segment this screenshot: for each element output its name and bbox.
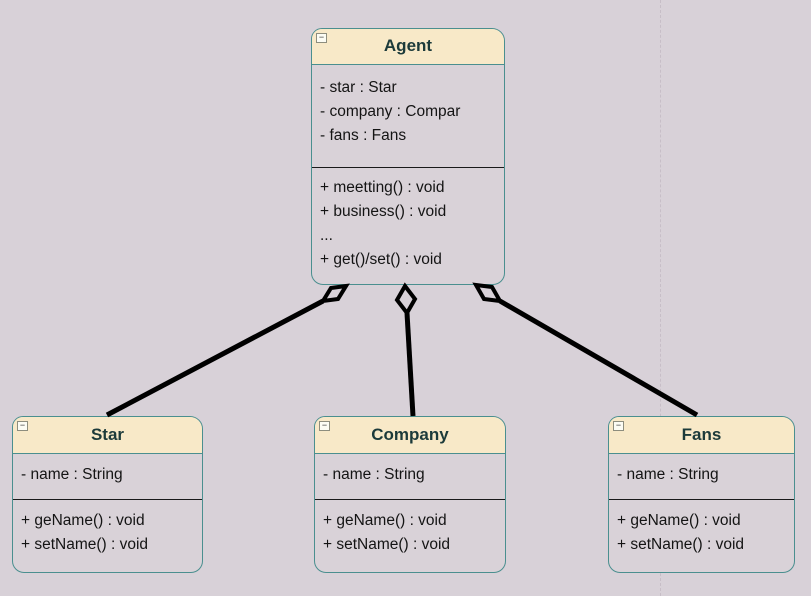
class-title: Company xyxy=(371,425,449,444)
methods-section: + meetting() : void + business() : void … xyxy=(312,168,504,272)
page-guide-line xyxy=(660,0,661,596)
class-box-agent[interactable]: − Agent - star : Star - company : Compar… xyxy=(311,28,505,285)
class-box-fans[interactable]: − Fans - name : String + geName() : void… xyxy=(608,416,795,573)
methods-section: + geName() : void + setName() : void xyxy=(609,500,794,557)
aggregation-connector-agent-company[interactable] xyxy=(394,282,418,417)
collapse-icon[interactable]: − xyxy=(316,33,327,43)
method: + meetting() : void xyxy=(320,179,445,196)
class-header: − Agent xyxy=(312,29,504,65)
method: + geName() : void xyxy=(323,512,447,529)
method: + get()/set() : void xyxy=(320,251,442,268)
aggregation-diamond-icon xyxy=(319,283,350,304)
class-title: Agent xyxy=(383,36,433,55)
collapse-icon[interactable]: − xyxy=(17,421,28,431)
method: + setName() : void xyxy=(617,536,745,553)
aggregation-diamond-icon xyxy=(472,282,504,304)
collapse-icon[interactable]: − xyxy=(319,421,330,431)
method: + setName() : void xyxy=(21,536,149,553)
method: ... xyxy=(320,227,333,244)
methods-section: + geName() : void + setName() : void xyxy=(315,500,505,557)
class-title: Fans xyxy=(681,425,722,444)
method: + setName() : void xyxy=(323,536,451,553)
attributes-section: - star : Star - company : Compar - fans … xyxy=(312,65,504,168)
attributes-section: - name : String xyxy=(315,454,505,500)
method: + geName() : void xyxy=(617,512,741,529)
class-header: − Star xyxy=(13,417,202,454)
attribute: - name : String xyxy=(617,466,719,483)
class-header: − Fans xyxy=(609,417,794,454)
attributes-section: - name : String xyxy=(13,454,202,500)
method: + business() : void xyxy=(320,203,447,220)
collapse-icon[interactable]: − xyxy=(613,421,624,431)
attribute: - star : Star xyxy=(320,79,397,96)
attribute: - fans : Fans xyxy=(320,127,407,144)
attribute: - name : String xyxy=(323,466,425,483)
aggregation-connector-agent-fans[interactable] xyxy=(472,282,699,418)
attributes-section: - name : String xyxy=(609,454,794,500)
aggregation-connector-agent-star[interactable] xyxy=(105,283,350,418)
class-title: Star xyxy=(90,425,125,444)
class-box-star[interactable]: − Star - name : String + geName() : void… xyxy=(12,416,203,573)
attribute: - company : Compar xyxy=(320,103,461,120)
aggregation-diamond-icon xyxy=(394,282,418,317)
attribute: - name : String xyxy=(21,466,123,483)
class-header: − Company xyxy=(315,417,505,454)
class-box-company[interactable]: − Company - name : String + geName() : v… xyxy=(314,416,506,573)
method: + geName() : void xyxy=(21,512,145,529)
methods-section: + geName() : void + setName() : void xyxy=(13,500,202,557)
